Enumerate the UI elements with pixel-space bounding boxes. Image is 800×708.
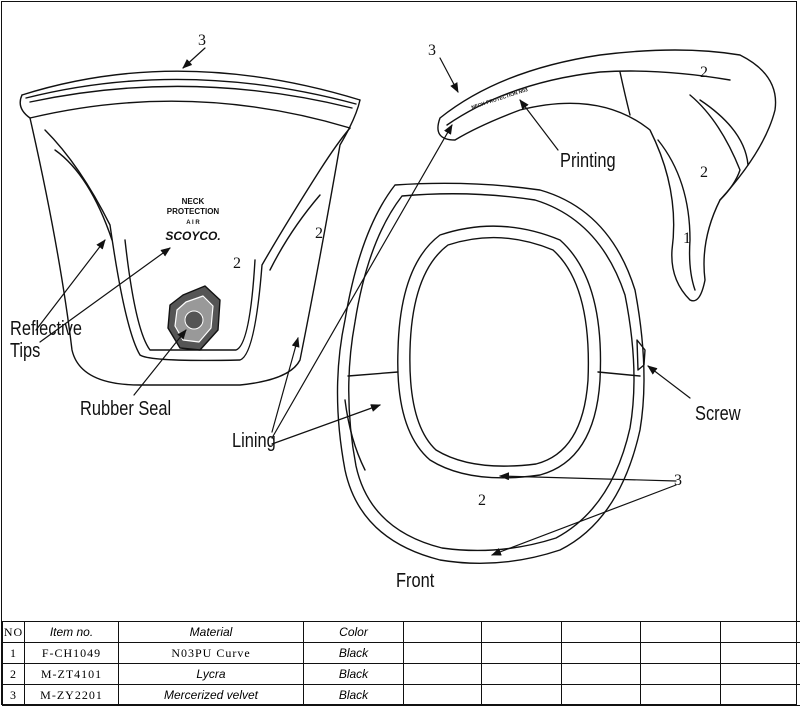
bom-header-no: NO xyxy=(2,621,25,643)
bom-cell-blank xyxy=(481,642,562,664)
bom-header-blank xyxy=(403,621,482,643)
bom-cell-blank xyxy=(720,642,800,664)
part-num-front-rim: 3 xyxy=(674,472,682,489)
part-num-right-arm-upper: 2 xyxy=(700,64,708,81)
bom-header-blank xyxy=(640,621,721,643)
bom-cell-item: M-ZY2201 xyxy=(24,684,119,706)
bom-cell-item: M-ZT4101 xyxy=(24,663,119,685)
logo-brand: SCOYCO. xyxy=(165,229,220,243)
part-num-left-body-right: 2 xyxy=(315,225,323,242)
bom-cell-blank xyxy=(640,663,721,685)
bom-header-blank xyxy=(561,621,641,643)
label-printing: Printing xyxy=(560,150,616,172)
bom-row: 1 F-CH1049 N03PU Curve Black xyxy=(2,642,800,664)
bom-cell-color: Black xyxy=(303,663,404,685)
bom-cell-blank xyxy=(640,642,721,664)
bom-cell-color: Black xyxy=(303,642,404,664)
bom-cell-item: F-CH1049 xyxy=(24,642,119,664)
front-view xyxy=(336,182,646,565)
bom-cell-blank xyxy=(403,684,482,706)
label-lining: Lining xyxy=(232,430,276,452)
bom-cell-blank xyxy=(403,642,482,664)
label-front: Front xyxy=(396,570,435,592)
bom-cell-material: Lycra xyxy=(118,663,304,685)
bom-header-blank xyxy=(720,621,800,643)
logo-line2: PROTECTION xyxy=(167,207,220,216)
bom-cell-blank xyxy=(561,663,641,685)
side-print-text: NECK PROTECTION N03 xyxy=(471,87,529,111)
bom-cell-blank xyxy=(561,684,641,706)
bom-cell-blank xyxy=(481,663,562,685)
bom-cell-blank xyxy=(640,684,721,706)
label-reflective-tips: Reflective Tips xyxy=(10,318,83,362)
bom-cell-no: 1 xyxy=(2,642,25,664)
bom-header-blank xyxy=(481,621,562,643)
bom-cell-blank xyxy=(720,663,800,685)
part-num-right-arm-lower: 2 xyxy=(700,164,708,181)
part-num-left-top: 3 xyxy=(198,32,206,49)
leader-arrows xyxy=(35,47,691,556)
label-rubber-seal: Rubber Seal xyxy=(80,398,172,420)
bom-cell-blank xyxy=(481,684,562,706)
bom-row: 2 M-ZT4101 Lycra Black xyxy=(2,663,800,685)
bom-header-color: Color xyxy=(303,621,404,643)
bom-cell-blank xyxy=(720,684,800,706)
bom-header-row: NO Item no. Material Color xyxy=(2,621,800,643)
logo-line3: A I R xyxy=(186,220,200,226)
part-num-left-body-center: 2 xyxy=(233,255,241,272)
bom-cell-blank xyxy=(403,663,482,685)
label-screw: Screw xyxy=(695,403,741,425)
bom-cell-material: N03PU Curve xyxy=(118,642,304,664)
technical-drawing: NECK PROTECTION A I R SCOYCO. NECK PROTE… xyxy=(19,47,777,565)
bom-header-material: Material xyxy=(118,621,304,643)
bom-cell-no: 2 xyxy=(2,663,25,685)
bom-row: 3 M-ZY2201 Mercerized velvet Black xyxy=(2,684,800,706)
right-view xyxy=(437,49,777,302)
left-view xyxy=(19,70,361,386)
bom-cell-material: Mercerized velvet xyxy=(118,684,304,706)
bom-header-item: Item no. xyxy=(24,621,119,643)
logo-text-group: NECK PROTECTION A I R SCOYCO. NECK PROTE… xyxy=(165,87,529,243)
part-num-right-arm-edge: 1 xyxy=(683,230,691,247)
logo-line1: NECK xyxy=(182,197,205,206)
bom-cell-blank xyxy=(561,642,641,664)
part-num-right-top: 3 xyxy=(428,42,436,59)
bom-cell-no: 3 xyxy=(2,684,25,706)
bom-table: NO Item no. Material Color 1 F-CH1049 N0… xyxy=(2,621,800,706)
bom-cell-color: Black xyxy=(303,684,404,706)
part-num-front-inner: 2 xyxy=(478,492,486,509)
